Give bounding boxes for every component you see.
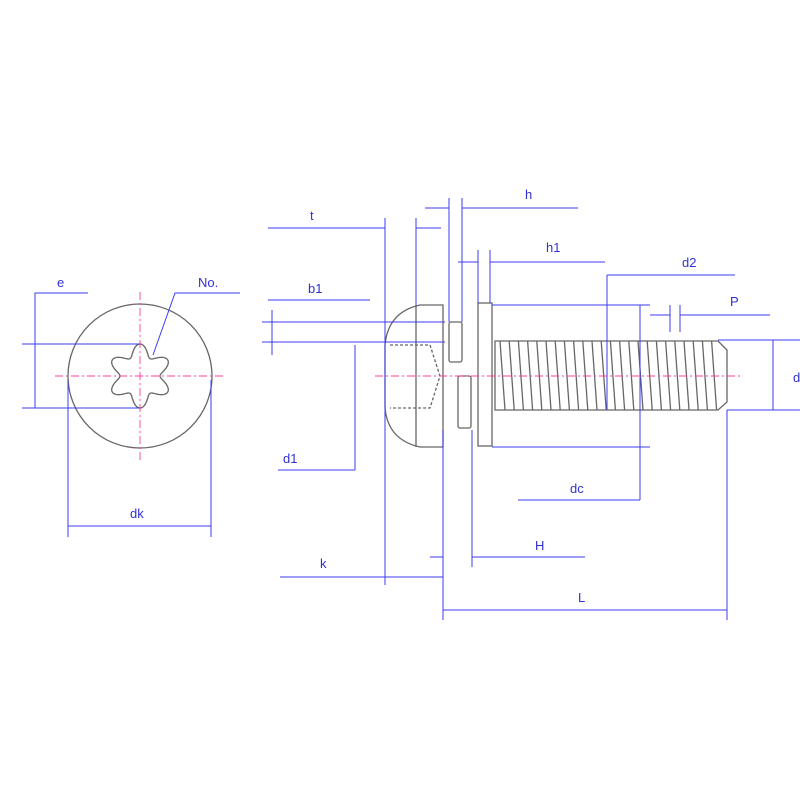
flat-washer: [477, 302, 493, 447]
recess-hidden-lines: [390, 344, 441, 409]
thread-lines: [499, 340, 718, 411]
e-dimension-line: [34, 292, 88, 408]
label-H: H: [535, 538, 544, 553]
thread-line: [664, 340, 672, 411]
thread-line: [646, 340, 653, 411]
thread-line: [563, 340, 571, 411]
label-no: No.: [198, 275, 218, 290]
thread-line: [508, 340, 515, 411]
thread-line: [628, 340, 635, 411]
thread-line: [701, 340, 709, 411]
label-t: t: [310, 208, 314, 223]
label-p: P: [730, 294, 739, 309]
thread-line: [526, 340, 534, 411]
thread-line: [499, 340, 506, 411]
thread-line: [609, 340, 617, 411]
label-h1: h1: [546, 240, 560, 255]
thread-line: [545, 340, 552, 411]
label-d: d: [793, 370, 800, 385]
label-d1: d1: [283, 451, 297, 466]
thread-line: [517, 340, 525, 411]
thread-shank: [494, 340, 728, 411]
label-dc: dc: [570, 481, 584, 496]
side-view: t h h1 d2 b1 P d: [262, 187, 800, 620]
thread-line: [582, 340, 589, 411]
label-k: k: [320, 556, 327, 571]
thread-line: [674, 340, 681, 411]
thread-line: [710, 340, 718, 411]
thread-line: [655, 340, 663, 411]
thread-line: [591, 340, 598, 411]
spring-washer-lower: [457, 375, 472, 429]
label-L: L: [578, 590, 585, 605]
label-b1: b1: [308, 281, 322, 296]
label-h: h: [525, 187, 532, 202]
label-d2: d2: [682, 255, 696, 270]
thread-line: [618, 340, 626, 411]
label-dk: dk: [130, 506, 144, 521]
thread-line: [600, 340, 607, 411]
thread-line: [536, 340, 543, 411]
thread-line: [554, 340, 561, 411]
label-e: e: [57, 275, 64, 290]
front-view: e No. dk: [22, 275, 240, 537]
thread-line: [572, 340, 580, 411]
no-leader-line: [152, 292, 240, 356]
thread-line: [683, 340, 690, 411]
thread-line: [692, 340, 699, 411]
spring-washer-upper: [448, 321, 463, 363]
